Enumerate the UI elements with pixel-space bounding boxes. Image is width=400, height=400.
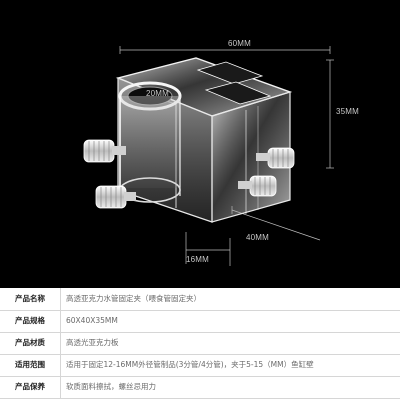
- spec-row-usage-scope: 适用范围 适用于固定12-16MM外径管制品(3分管/4分管)，夹于5-15（M…: [0, 354, 400, 377]
- height-label: 35MM: [336, 107, 359, 116]
- width-label: 60MM: [228, 39, 251, 48]
- spec-table: 产品名称 高透亚克力水管固定夹（喂食管固定夹） 产品规格 60X40X35MM …: [0, 288, 400, 400]
- pipe-diameter-label: 20MM: [146, 89, 169, 98]
- spec-label: 产品保养: [0, 376, 61, 398]
- spec-value: 高透亚克力水管固定夹（喂食管固定夹）: [66, 294, 201, 303]
- spec-row-product-size: 产品规格 60X40X35MM: [0, 310, 400, 333]
- depth-label: 40MM: [246, 233, 269, 242]
- spec-label: 适用范围: [0, 354, 61, 376]
- product-photo: 60MM 35MM 40MM 20MM 16MM: [0, 0, 400, 288]
- spec-value: 60X40X35MM: [66, 316, 118, 325]
- pipe-ring: [118, 81, 182, 203]
- wall-thickness-label: 16MM: [186, 255, 209, 264]
- spec-row-product-name: 产品名称 高透亚克力水管固定夹（喂食管固定夹）: [0, 288, 400, 311]
- thumb-screw-upper-left: [83, 139, 126, 163]
- spec-label: 产品名称: [0, 288, 61, 310]
- thumb-screw-upper-right: [256, 147, 295, 169]
- spec-row-product-material: 产品材质 高透光亚克力板: [0, 332, 400, 355]
- spec-row-product-care: 产品保养 软质面料擦拭，螺丝忌用力: [0, 376, 400, 399]
- spec-value: 软质面料擦拭，螺丝忌用力: [66, 382, 156, 391]
- spec-label: 产品规格: [0, 310, 61, 332]
- spec-value: 适用于固定12-16MM外径管制品(3分管/4分管)，夹于5-15（MM）鱼缸壁: [66, 360, 314, 369]
- acrylic-clamp-illustration: 60MM 35MM 40MM 20MM 16MM: [83, 39, 359, 266]
- spec-label: 产品材质: [0, 332, 61, 354]
- spec-value: 高透光亚克力板: [66, 338, 119, 347]
- thumb-screw-lower-left: [95, 185, 136, 209]
- thumb-screw-lower-right: [238, 175, 277, 197]
